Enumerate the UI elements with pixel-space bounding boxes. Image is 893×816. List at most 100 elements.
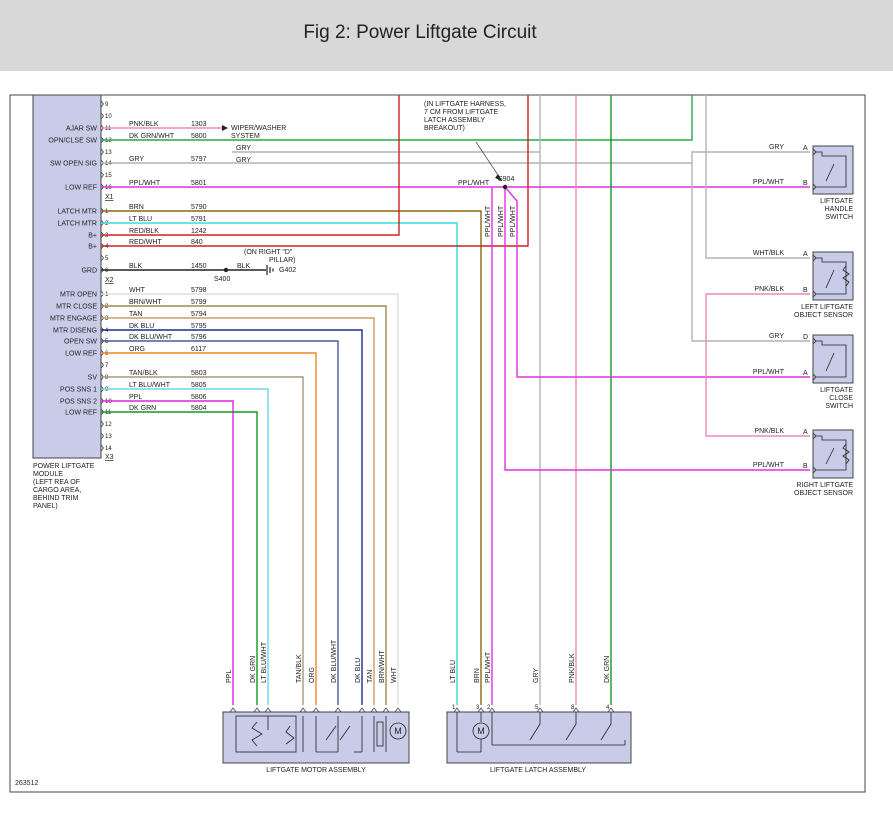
arrow-icon [222, 125, 228, 131]
module-name-line: PANEL) [33, 503, 58, 510]
switch-icon [815, 151, 847, 188]
pin-icon [358, 707, 366, 713]
pin-number: 10 [105, 399, 112, 405]
wiper-label-line2: SYSTEM [231, 133, 260, 140]
pin-number: 16 [105, 185, 112, 191]
ground-icon [266, 265, 274, 275]
wire-circuit-label: 5799 [191, 299, 207, 306]
module-pin-label: MTR OPEN [60, 292, 97, 299]
pin-number: 6 [105, 351, 109, 357]
module-name-line: CARGO AREA, [33, 487, 81, 494]
motor-assembly-internals [235, 715, 407, 753]
component-pin-label: A [803, 251, 808, 258]
s904-leader [475, 141, 501, 179]
component-name: LIFTGATE [820, 198, 853, 205]
wire-color-label: LT BLU [129, 216, 152, 223]
wire-lt-blu-wht-5805 [101, 388, 269, 705]
component-name: HANDLE [825, 206, 854, 213]
wire-tan-5794 [101, 317, 375, 705]
connector-pins: 910111213141516123456X112345678910111213… [100, 100, 114, 461]
wire-color-label: DK BLU/WHT [129, 334, 173, 341]
pin-icon [100, 112, 105, 120]
wiper-label-line1: WIPER/WASHER [231, 125, 286, 132]
pin-number: 13 [105, 434, 112, 440]
connector-x1: X1 [105, 194, 114, 201]
latch-wire-label: GRY [533, 668, 540, 683]
latch-wire-label: LT BLU [450, 660, 457, 683]
motor-wire-label: TAN [367, 670, 374, 683]
wire-color-label: LT BLU/WHT [129, 382, 171, 389]
pin-icon [812, 466, 817, 474]
latch-pin-label: 3 [476, 705, 480, 711]
module-pin-label: B+ [88, 233, 97, 240]
component-wire-label: PPL/WHT [753, 369, 785, 376]
component-pin-label: A [803, 145, 808, 152]
motor-assembly-name: LIFTGATE MOTOR ASSEMBLY [266, 767, 366, 774]
pin-number: 13 [105, 150, 112, 156]
latch-pin-label: 1 [452, 705, 456, 711]
wire-circuit-label: 5796 [191, 334, 207, 341]
module-pin-label: GRD [81, 268, 97, 275]
pin-number: 11 [105, 126, 112, 132]
pin-icon [100, 171, 105, 179]
motor-wire-label: PPL [226, 670, 233, 683]
wire-gry-close-switch [691, 163, 810, 342]
latch-wire-label: PNK/BLK [569, 653, 576, 683]
wire-dk-grn-wht-5800 [101, 95, 693, 141]
pin-number: 7 [105, 363, 109, 369]
connector-x2: X2 [105, 277, 114, 284]
pin-number: 3 [105, 316, 109, 322]
pin-icon [812, 148, 817, 156]
motor-icon: M [394, 726, 402, 736]
wire-s904-right-sensor [504, 187, 810, 471]
module-name-line: (LEFT REA OF [33, 479, 80, 486]
wire-dk-blu-5795 [101, 329, 363, 705]
module-pin-label: B+ [88, 244, 97, 251]
s904-down-label-1: PPL/WHT [485, 205, 492, 237]
wire-org-6117 [101, 352, 317, 705]
pin-icon [812, 183, 817, 191]
figure-id: 263512 [15, 780, 38, 787]
pin-icon [264, 707, 272, 713]
pin-icon [100, 444, 105, 452]
pin-number: 4 [105, 328, 109, 334]
pin-number: 8 [105, 375, 109, 381]
power-liftgate-module [32, 94, 102, 459]
wire-color-label: BLK [129, 263, 143, 270]
wire-circuit-label: 5806 [191, 394, 207, 401]
motor-wire-label: BRN/WHT [379, 650, 386, 683]
pin-number: 12 [105, 138, 112, 144]
wire-circuit-label: 5800 [191, 133, 207, 140]
wire-circuit-label: 5798 [191, 287, 207, 294]
module-name-line: MODULE [33, 471, 63, 478]
pillar-note-line2: PILLAR) [269, 257, 295, 264]
wire-color-label: BRN [129, 204, 144, 211]
component-pin-label: B [803, 463, 808, 470]
pin-number: 3 [105, 233, 109, 239]
component-wire-label: PPL/WHT [753, 462, 785, 469]
module-name-line: BEHIND TRIM [33, 495, 79, 502]
component-wire-label: GRY [769, 333, 784, 340]
diagram-frame [9, 94, 866, 793]
wire-circuit-label: 5795 [191, 323, 207, 330]
wire-wht-5798 [101, 293, 399, 705]
s904-down-label-3: PPL/WHT [510, 205, 517, 237]
pin-icon [477, 707, 485, 713]
module-pin-label: AJAR SW [66, 126, 98, 133]
pin-icon [607, 707, 615, 713]
gry-branch-label-2: GRY [236, 157, 251, 164]
component-pin-label: A [803, 429, 808, 436]
pin-number: 14 [105, 161, 112, 167]
pin-number: 5 [105, 256, 109, 262]
module-pin-label: SV [88, 375, 98, 382]
figure-header: Fig 2: Power Liftgate Circuit [0, 0, 893, 71]
wire-red-blk-1242 [101, 95, 400, 236]
pin-icon [812, 432, 817, 440]
pin-number: 10 [105, 114, 112, 120]
wire-color-label: GRY [129, 156, 144, 163]
splice-s400 [223, 267, 229, 273]
s904-down-label-2: PPL/WHT [498, 205, 505, 237]
latch-motor-icon: M [477, 726, 485, 736]
